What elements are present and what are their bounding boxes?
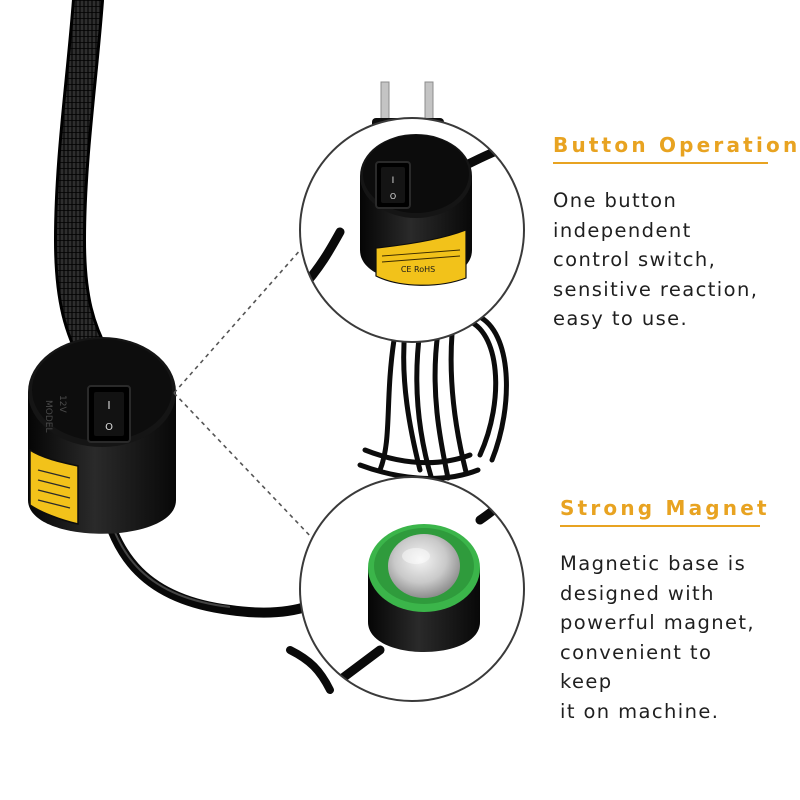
title-underline (553, 162, 768, 164)
dashed-callout-line (173, 247, 315, 541)
magnet-disc-icon (388, 534, 460, 598)
feature-description: Magnetic base is designed with powerful … (560, 552, 756, 723)
label-badge-text: CE RoHS (401, 265, 435, 274)
gooseneck-arm (53, 0, 112, 376)
switch-off-symbol: O (105, 422, 113, 433)
feature-description: One button independent control switch, s… (553, 189, 759, 330)
zoom-circle-switch: CE RoHS I O (299, 117, 525, 343)
svg-text:12V: 12V (57, 395, 67, 413)
feature-title: Button Operation (553, 133, 800, 157)
zoom-circle-magnet (299, 476, 525, 702)
svg-text:MODEL: MODEL (43, 400, 53, 432)
title-underline (560, 525, 760, 527)
svg-text:I: I (392, 176, 395, 186)
svg-text:O: O (390, 192, 396, 201)
feature-title: Strong Magnet (560, 496, 770, 520)
switch-on-symbol: I (107, 399, 110, 412)
switch-housing: MODEL 12V I O (28, 337, 176, 534)
warning-label (29, 448, 79, 525)
feature-strong-magnet: Strong Magnet Magnetic base is designed … (560, 496, 770, 726)
feature-button-operation: Button Operation One button independent … (553, 133, 800, 334)
